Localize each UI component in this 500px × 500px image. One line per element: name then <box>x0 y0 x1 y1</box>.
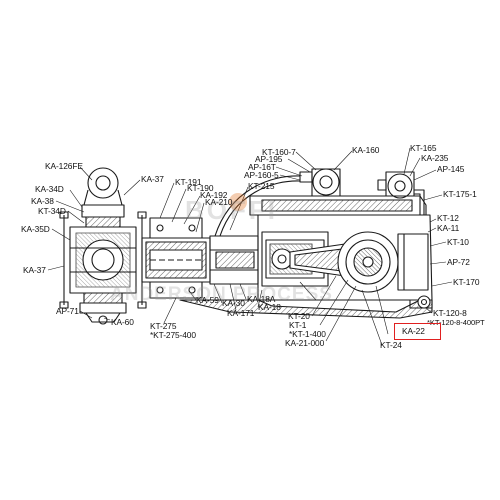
label-kt-275-400: *KT-275-400 <box>150 330 196 340</box>
spacer-section <box>209 175 301 285</box>
label-ka-38: KA-38 <box>31 196 54 206</box>
label-ap-160-5: AP-160-5 <box>244 170 279 180</box>
label-ap-72: AP-72 <box>447 257 470 267</box>
label-kt-190: KT-190 <box>187 183 214 193</box>
label-kt-120-8-400pt: *KT-120-8-400PT <box>427 318 485 327</box>
label-kt-275: KT-275 <box>150 321 177 331</box>
label-kt-34d: KT-34D <box>38 206 66 216</box>
label-ka-160: KA-160 <box>352 145 380 155</box>
label-kt-24: KT-24 <box>380 340 402 350</box>
label-kt-191: KT-191 <box>175 177 202 187</box>
label-ap-161: AP-16T <box>248 162 276 172</box>
label-ka-60: KA-60 <box>111 317 134 327</box>
fluid-end <box>59 167 147 325</box>
label-ka-22[interactable]: KA-22 <box>402 326 425 336</box>
label-ka-18a: KA-18A <box>247 294 276 304</box>
watermark-accent <box>229 193 247 211</box>
label-ka-37-top: KA-37 <box>141 174 164 184</box>
label-kt-215: KT-215 <box>248 181 275 191</box>
label-ap-71: AP-71 <box>56 306 79 316</box>
label-kt-175-1: KT-175-1 <box>443 189 477 199</box>
label-ka-21-000: KA-21-000 <box>285 338 325 348</box>
label-ka-210: KA-210 <box>205 197 233 207</box>
leader-lines <box>47 147 453 346</box>
label-ka-35d: KA-35D <box>21 224 50 234</box>
label-kt-10: KT-10 <box>447 237 469 247</box>
watermark-subtitle: ANDERSON PROCESS <box>110 284 333 305</box>
label-ka-34d-top: KA-34D <box>35 184 64 194</box>
label-kt-160-7: KT-160-7 <box>262 147 296 157</box>
top-hardware <box>299 168 425 215</box>
label-kt-12: KT-12 <box>437 213 459 223</box>
label-ka-18: KA-18 <box>258 302 281 312</box>
label-kt-165: KT-165 <box>410 143 437 153</box>
label-ka-235: KA-235 <box>421 153 449 163</box>
label-kt-1: KT-1 <box>289 320 307 330</box>
label-kt-20: KT-20 <box>288 311 310 321</box>
label-ka-30: KA-30 <box>222 298 245 308</box>
label-kt-170: KT-170 <box>453 277 480 287</box>
label-ka-37-left: KA-37 <box>23 265 46 275</box>
label-ka-171: KA-171 <box>227 308 255 318</box>
label-ka-59: KA-59 <box>196 295 219 305</box>
label-kt-120-8: KT-120-8 <box>433 308 467 318</box>
highlight-box <box>394 323 441 340</box>
label-ap-195: AP-195 <box>255 154 283 164</box>
label-kt-1-400: *KT-1-400 <box>289 329 326 339</box>
label-ka-11: KA-11 <box>437 223 460 233</box>
watermark-brand: BOFFI <box>185 195 278 225</box>
label-ka-126fe: KA-126FE <box>45 161 83 171</box>
label-ka-192: KA-192 <box>200 190 228 200</box>
stuffing-box <box>141 217 211 299</box>
label-ap-145: AP-145 <box>437 164 465 174</box>
power-frame <box>179 195 433 319</box>
